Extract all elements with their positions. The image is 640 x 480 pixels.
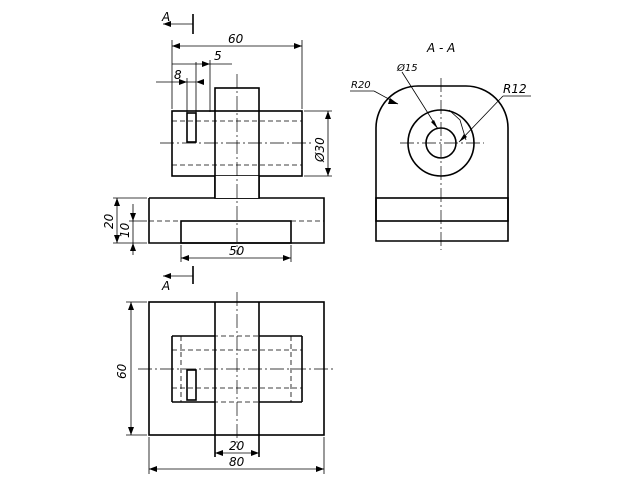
dim-50-label: 50 xyxy=(229,244,245,258)
dim-60-label: 60 xyxy=(228,32,244,46)
dim-8-label: 8 xyxy=(174,68,182,82)
dimension-8: 8 xyxy=(156,62,204,113)
dimension-50: 50 xyxy=(180,244,292,262)
dimension-diameter-30: Ø30 xyxy=(304,110,332,177)
section-marker-top: A xyxy=(161,10,194,34)
dim-60-plan-label: 60 xyxy=(115,363,129,379)
section-marker-label-top: A xyxy=(161,10,170,24)
radius-12-callout: R12 xyxy=(458,82,531,143)
top-view xyxy=(138,292,336,457)
dimension-5: 5 xyxy=(172,49,232,112)
front-view xyxy=(148,74,325,255)
section-view: A - A xyxy=(375,41,509,250)
dimension-80: 80 xyxy=(148,437,325,474)
dim-20-label: 20 xyxy=(102,213,116,229)
radius-20-label: R20 xyxy=(351,80,371,91)
diameter-15-label: Ø15 xyxy=(396,62,418,74)
radius-20-callout: R20 xyxy=(350,80,399,105)
section-marker-label-bottom: A xyxy=(161,279,170,293)
dim-20-plan-label: 20 xyxy=(229,439,245,453)
dim-5-label: 5 xyxy=(214,49,222,63)
diameter-15-callout: Ø15 xyxy=(396,62,439,130)
dim-diameter-30-label: Ø30 xyxy=(313,137,327,163)
section-title: A - A xyxy=(426,41,455,55)
dimension-20-plan: 20 xyxy=(215,439,259,456)
dimension-60-plan: 60 xyxy=(115,301,147,436)
dim-10-label: 10 xyxy=(118,222,132,238)
dimension-60-front: 60 xyxy=(171,32,303,109)
section-marker-bottom: A xyxy=(161,266,194,293)
radius-12-label: R12 xyxy=(503,82,527,96)
dimension-20-10: 20 10 xyxy=(102,197,147,255)
dim-80-label: 80 xyxy=(229,455,245,469)
